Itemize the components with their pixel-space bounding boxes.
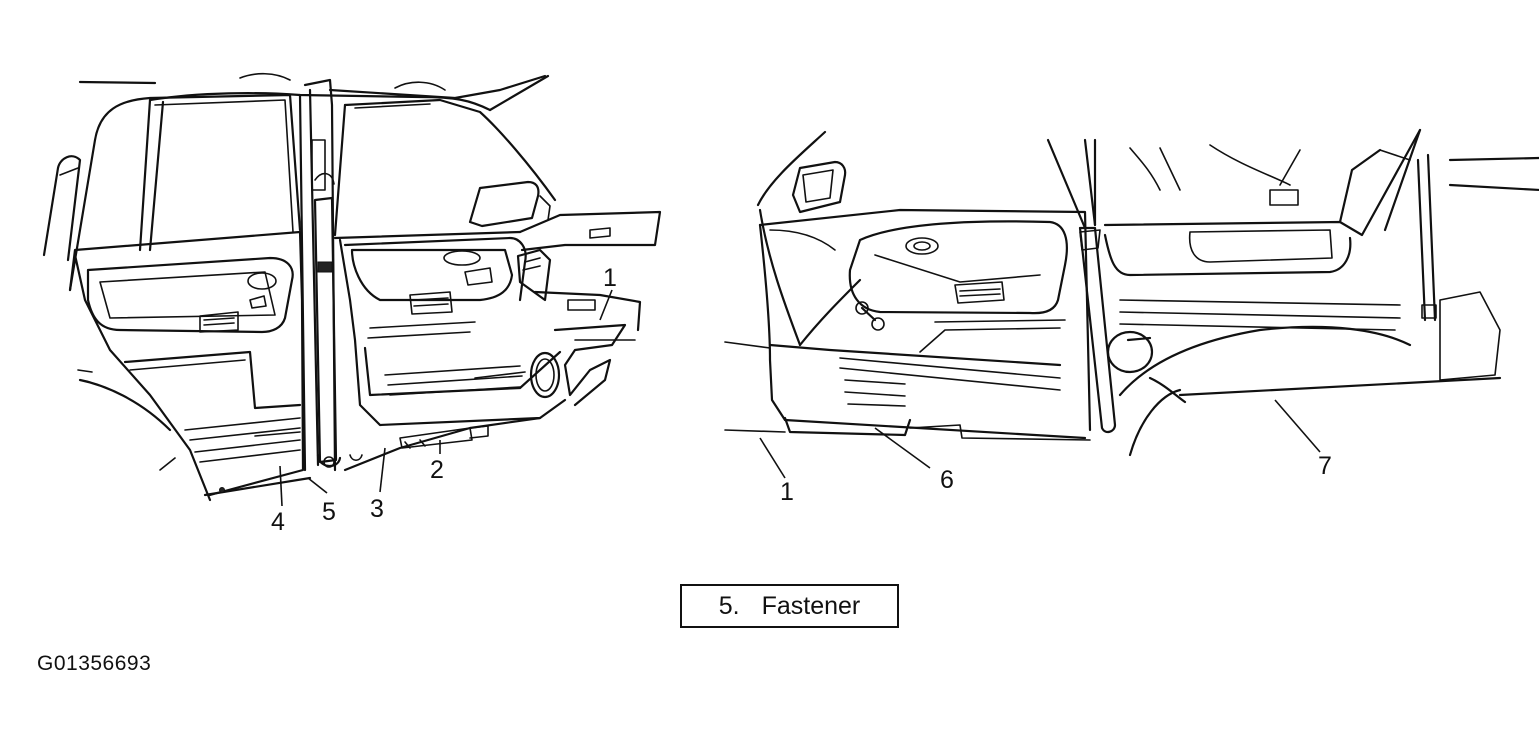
legend-number: 5. — [718, 591, 740, 620]
callout-3: 3 — [370, 495, 384, 523]
left-view — [42, 72, 662, 502]
legend-box: 5. Fastener — [680, 584, 899, 628]
callout-7: 7 — [1318, 452, 1332, 480]
callout-6: 6 — [940, 466, 954, 494]
callout-4: 4 — [271, 508, 285, 536]
callout-1-left: 1 — [603, 264, 617, 292]
figure-id: G01356693 — [37, 652, 152, 675]
right-view — [724, 128, 1539, 457]
callout-1-right: 1 — [780, 478, 794, 506]
callout-2: 2 — [430, 456, 444, 484]
leader-lines — [279, 289, 1321, 507]
callout-5: 5 — [322, 498, 336, 526]
callout-labels: 1 2 3 4 5 1 6 7 — [271, 264, 1332, 536]
legend-label: Fastener — [761, 591, 861, 620]
